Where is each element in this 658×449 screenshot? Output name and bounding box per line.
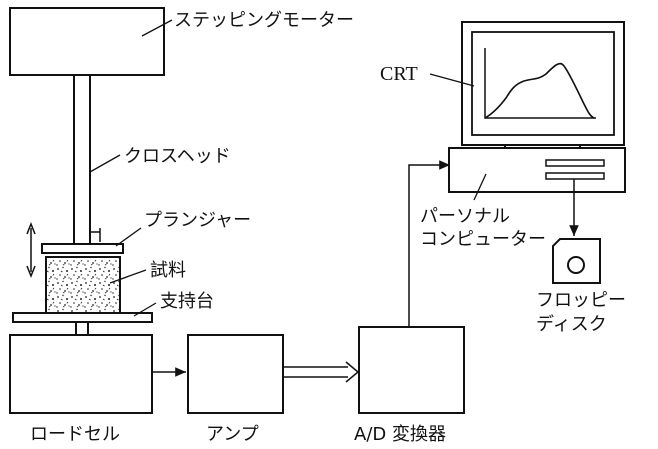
pc-leader: [473, 173, 487, 201]
sample-leader: [109, 269, 147, 284]
floppy-label-line2: ディスク: [536, 314, 607, 335]
pc-label-line2: コンピューター: [420, 229, 546, 250]
floppy-hub: [567, 256, 585, 274]
pc-label-line1: パーソナル: [420, 206, 510, 227]
pc-body: [448, 147, 626, 193]
sample-label: 試料: [150, 260, 186, 281]
stepping-motor-label: ステッピングモーター: [174, 10, 354, 31]
crosshead-leader: [89, 154, 121, 173]
crt-graph-curve: [484, 62, 595, 119]
crt-screen: [471, 31, 615, 136]
stepping-motor-leader: [141, 19, 173, 37]
amp-to-ad-arrowhead: [345, 361, 360, 383]
load-cell-box: [9, 334, 153, 414]
support-plate: [12, 312, 153, 323]
load-cell-label: ロードセル: [30, 424, 120, 445]
plunger-plate: [41, 243, 124, 254]
motion-arrow-down-head: [26, 265, 36, 279]
floppy-label-line1: フロッピー: [536, 290, 626, 311]
pc-drive-slot-top: [545, 159, 605, 167]
support-leader: [133, 302, 157, 317]
amp-box: [187, 334, 284, 414]
plunger-label: プランジャー: [144, 210, 251, 231]
crosshead-label: クロスヘッド: [124, 146, 231, 167]
amp-label: アンプ: [206, 424, 259, 445]
ad-converter-label: A/D 変換器: [354, 424, 446, 445]
sample-block: [45, 256, 121, 314]
crt-leader: [429, 73, 475, 87]
plunger-leader: [115, 227, 142, 247]
crt-label: CRT: [380, 63, 418, 85]
ad-converter-box: [358, 326, 465, 414]
motion-arrow-up-head: [26, 221, 36, 235]
pc-drive-slot-bottom: [545, 172, 605, 180]
support-stem: [75, 321, 89, 337]
stepping-motor-box: [9, 7, 165, 76]
support-label: 支持台: [160, 291, 214, 312]
crosshead-rod: [73, 74, 91, 246]
ad-to-pc-arrow: [408, 160, 450, 327]
